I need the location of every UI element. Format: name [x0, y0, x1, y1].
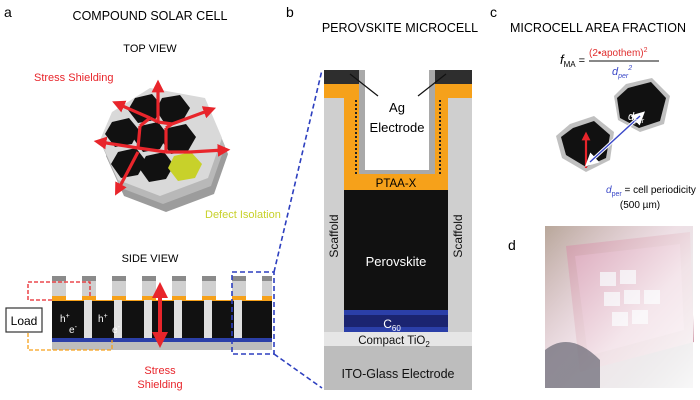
hex-cell-pair	[556, 78, 670, 172]
load-label: Load	[11, 314, 38, 328]
dper-in-cell-label: dper	[628, 111, 645, 125]
tio2-label: Compact TiO2	[358, 335, 430, 349]
perovskite-label: Perovskite	[366, 254, 427, 269]
formula-denominator: dper2	[612, 65, 632, 80]
ito-label: ITO-Glass Electrode	[341, 367, 454, 381]
defect-isolation-label: Defect Isolation	[205, 209, 281, 221]
panel-b-letter: b	[286, 4, 294, 20]
panel-c-title: MICROCELL AREA FRACTION	[510, 21, 686, 35]
circuit-yellow-dashed	[27, 333, 113, 351]
stress-label-line-1: Stress	[144, 365, 176, 377]
c60-label: C60	[383, 317, 401, 333]
top-view-label: TOP VIEW	[123, 43, 177, 55]
hole-label: h+	[60, 313, 70, 325]
apothem-label: apothem	[558, 173, 597, 184]
zoom-box	[231, 271, 275, 355]
formula-lhs: fMA =	[560, 52, 585, 69]
load-box	[5, 307, 43, 333]
formula-numerator: (2•apothem)2	[589, 47, 648, 59]
side-view-label: SIDE VIEW	[122, 253, 179, 265]
stress-shielding-top-label: Stress Shielding	[34, 72, 114, 84]
side-view-cross-section	[52, 276, 272, 350]
charge-labels: h+ e- h+ e-	[60, 313, 121, 336]
electrode-label-2: Electrode	[370, 120, 425, 135]
honeycomb-top-view	[93, 79, 231, 212]
electron-label-2: e-	[112, 324, 121, 336]
area-fraction-formula: fMA = (2•apothem)2 dper2	[560, 47, 659, 80]
electrode-pointer-right	[417, 73, 447, 97]
scaffold-label-left: Scaffold	[327, 214, 341, 257]
electron-label: e-	[69, 324, 78, 336]
panel-c-letter: c	[490, 4, 497, 20]
panel-a-letter: a	[4, 4, 12, 20]
dper-value: (500 µm)	[620, 200, 660, 211]
scaffold-label-right: Scaffold	[451, 214, 465, 257]
electrode-label-1: Ag	[389, 100, 405, 115]
panel-b-title: PEROVSKITE MICROCELL	[322, 21, 478, 35]
stress-label-line-2: Shielding	[137, 379, 182, 391]
microcell-cross-section	[324, 70, 472, 390]
panel-d-letter: d	[508, 237, 516, 253]
panel-a-title: COMPOUND SOLAR CELL	[73, 9, 228, 23]
hole-label-2: h+	[98, 313, 108, 325]
device-photo	[545, 226, 694, 388]
defect-cell	[168, 152, 202, 181]
circuit-red-dashed	[27, 281, 91, 301]
zoom-line-top	[273, 69, 323, 273]
electrode-pointer-left	[349, 73, 379, 97]
zoom-line-bottom	[273, 353, 323, 389]
ptaa-label: PTAA-X	[376, 178, 417, 190]
dper-definition: dper = cell periodicity	[606, 185, 696, 198]
